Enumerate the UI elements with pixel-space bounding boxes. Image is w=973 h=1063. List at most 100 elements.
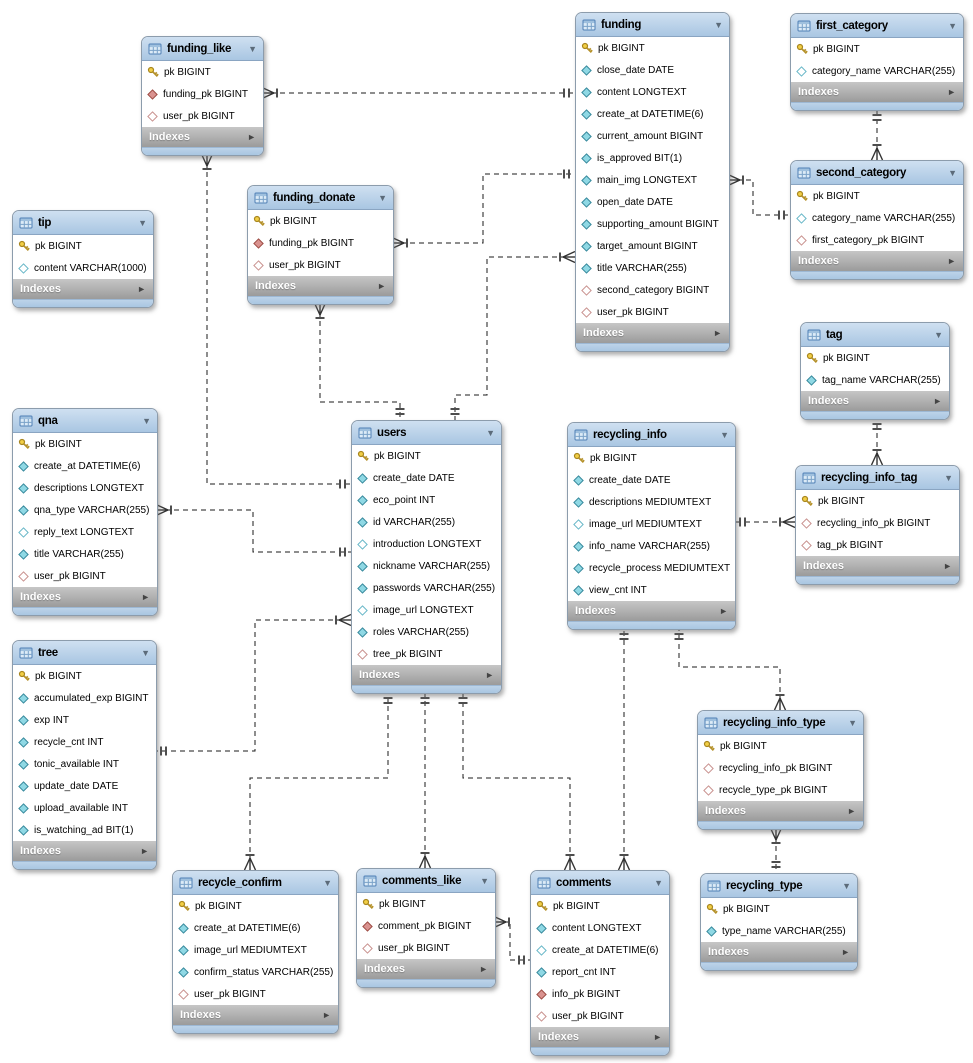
expand-arrow-icon[interactable]: ► [943,561,952,571]
collapse-caret-icon[interactable]: ▼ [714,19,723,30]
column-row[interactable]: close_date DATE [576,59,729,81]
relationship-recycling_info_type-recycling_type[interactable] [769,827,783,873]
column-row[interactable]: pk BIGINT [576,37,729,59]
indexes-row[interactable]: Indexes► [13,587,157,607]
column-row[interactable]: target_amount BIGINT [576,235,729,257]
relationship-funding_donate-funding[interactable] [391,169,575,250]
column-row[interactable]: id VARCHAR(255) [352,511,501,533]
column-row[interactable]: content VARCHAR(1000) [13,257,153,279]
column-row[interactable]: create_date DATE [352,467,501,489]
collapse-caret-icon[interactable]: ▼ [141,647,150,658]
column-row[interactable]: pk BIGINT [173,895,338,917]
indexes-row[interactable]: Indexes► [357,959,495,979]
column-row[interactable]: user_pk BIGINT [248,254,393,276]
column-row[interactable]: create_at DATETIME(6) [173,917,338,939]
collapse-caret-icon[interactable]: ▼ [934,329,943,340]
column-row[interactable]: is_watching_ad BIT(1) [13,819,156,841]
column-row[interactable]: confirm_status VARCHAR(255) [173,961,338,983]
table-header[interactable]: first_category▼ [791,14,963,38]
relationship-funding-second_category[interactable] [727,173,790,220]
table-header[interactable]: recycling_info_type▼ [698,711,863,735]
indexes-row[interactable]: Indexes► [801,391,949,411]
column-row[interactable]: user_pk BIGINT [173,983,338,1005]
column-row[interactable]: pk BIGINT [698,735,863,757]
indexes-row[interactable]: Indexes► [791,82,963,102]
column-row[interactable]: image_url MEDIUMTEXT [568,513,735,535]
column-row[interactable]: image_url MEDIUMTEXT [173,939,338,961]
column-row[interactable]: pk BIGINT [701,898,857,920]
column-row[interactable]: view_cnt INT [568,579,735,601]
column-row[interactable]: content LONGTEXT [576,81,729,103]
column-row[interactable]: pk BIGINT [791,185,963,207]
relationship-recycling_info_type-recycling_info[interactable] [674,628,787,711]
collapse-caret-icon[interactable]: ▼ [948,167,957,178]
column-row[interactable]: pk BIGINT [13,433,157,455]
indexes-row[interactable]: Indexes► [352,665,501,685]
relationship-recycling_info_tag-recycling_info[interactable] [734,515,796,529]
relationship-recycle_confirm-users[interactable] [243,692,393,871]
indexes-row[interactable]: Indexes► [248,276,393,296]
collapse-caret-icon[interactable]: ▼ [248,43,257,54]
expand-arrow-icon[interactable]: ► [137,284,146,294]
column-row[interactable]: pk BIGINT [142,61,263,83]
column-row[interactable]: pk BIGINT [357,893,495,915]
expand-arrow-icon[interactable]: ► [713,328,722,338]
column-row[interactable]: user_pk BIGINT [13,565,157,587]
column-row[interactable]: passwords VARCHAR(255) [352,577,501,599]
table-header[interactable]: recycling_info_tag▼ [796,466,959,490]
collapse-caret-icon[interactable]: ▼ [378,192,387,203]
indexes-row[interactable]: Indexes► [576,323,729,343]
table-header[interactable]: second_category▼ [791,161,963,185]
column-row[interactable]: introduction LONGTEXT [352,533,501,555]
column-row[interactable]: recycle_process MEDIUMTEXT [568,557,735,579]
column-row[interactable]: pk BIGINT [531,895,669,917]
collapse-caret-icon[interactable]: ▼ [654,877,663,888]
column-row[interactable]: info_name VARCHAR(255) [568,535,735,557]
column-row[interactable]: comment_pk BIGINT [357,915,495,937]
indexes-row[interactable]: Indexes► [531,1027,669,1047]
expand-arrow-icon[interactable]: ► [377,281,386,291]
table-header[interactable]: tag▼ [801,323,949,347]
column-row[interactable]: first_category_pk BIGINT [791,229,963,251]
expand-arrow-icon[interactable]: ► [947,256,956,266]
column-row[interactable]: pk BIGINT [248,210,393,232]
column-row[interactable]: exp INT [13,709,156,731]
column-row[interactable]: pk BIGINT [13,665,156,687]
column-row[interactable]: content LONGTEXT [531,917,669,939]
column-row[interactable]: recycle_type_pk BIGINT [698,779,863,801]
collapse-caret-icon[interactable]: ▼ [842,880,851,891]
expand-arrow-icon[interactable]: ► [140,846,149,856]
indexes-row[interactable]: Indexes► [13,279,153,299]
indexes-row[interactable]: Indexes► [796,556,959,576]
relationship-recycling_info_tag-tag[interactable] [870,418,884,466]
column-row[interactable]: user_pk BIGINT [357,937,495,959]
column-row[interactable]: pk BIGINT [801,347,949,369]
column-row[interactable]: title VARCHAR(255) [576,257,729,279]
column-row[interactable]: qna_type VARCHAR(255) [13,499,157,521]
expand-arrow-icon[interactable]: ► [653,1032,662,1042]
column-row[interactable]: type_name VARCHAR(255) [701,920,857,942]
collapse-caret-icon[interactable]: ▼ [138,217,147,228]
table-header[interactable]: recycling_info▼ [568,423,735,447]
table-header[interactable]: funding_donate▼ [248,186,393,210]
column-row[interactable]: create_at DATETIME(6) [576,103,729,125]
column-row[interactable]: image_url LONGTEXT [352,599,501,621]
table-header[interactable]: funding▼ [576,13,729,37]
relationship-comments_like-users[interactable] [418,692,432,869]
column-row[interactable]: nickname VARCHAR(255) [352,555,501,577]
column-row[interactable]: current_amount BIGINT [576,125,729,147]
column-row[interactable]: tonic_available INT [13,753,156,775]
relationship-users-tree[interactable] [155,613,352,756]
column-row[interactable]: pk BIGINT [791,38,963,60]
